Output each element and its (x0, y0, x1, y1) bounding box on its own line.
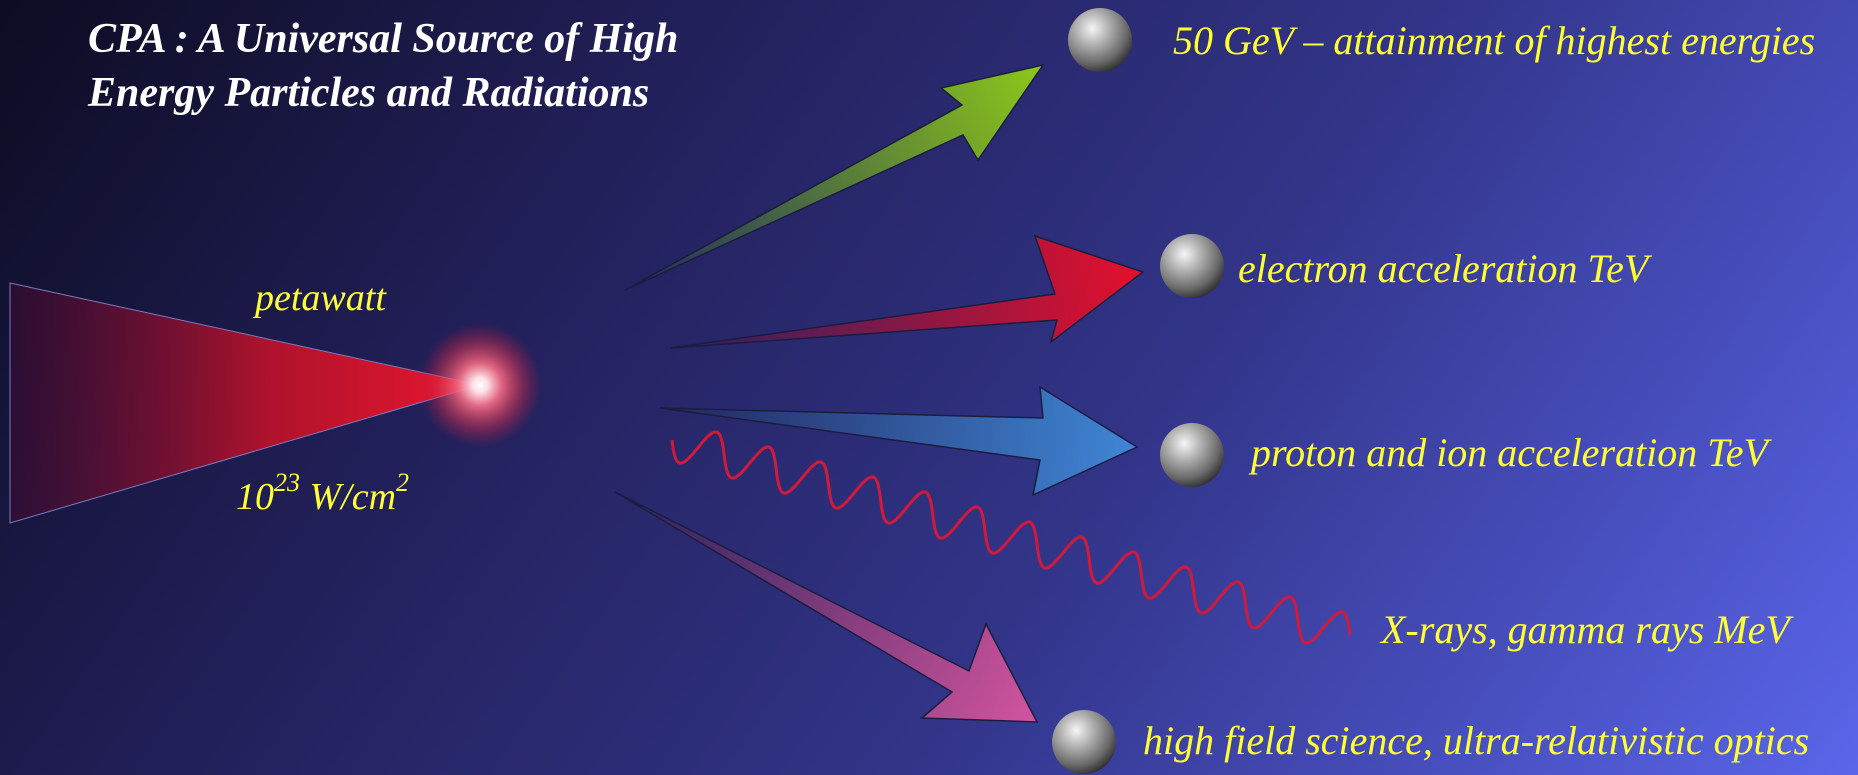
arrow-highest-energies (624, 63, 1045, 291)
intensity-unit-exponent: 2 (396, 468, 410, 497)
title-line-1: CPA : A Universal Source of High (88, 16, 679, 62)
output-label-xrays: X-rays, gamma rays MeV (1381, 607, 1790, 652)
output-label-highest-energies: 50 GeV – attainment of highest energies (1173, 18, 1816, 63)
intensity-unit: W/cm (300, 476, 397, 518)
output-label-proton-ion: proton and ion acceleration TeV (1251, 430, 1768, 475)
arrow-electron-acceleration (669, 234, 1145, 349)
intensity-label: 1023 W/cm2 (236, 470, 409, 520)
arrow-high-field-science (614, 491, 1039, 723)
laser-beam (9, 282, 481, 524)
particle-ball-highest-energies (1068, 8, 1132, 72)
arrow-proton-ion-acceleration (659, 385, 1139, 497)
particle-ball-proton-ion (1160, 423, 1224, 487)
intensity-exponent: 23 (274, 468, 300, 497)
particle-ball-high-field (1052, 710, 1116, 774)
intensity-base: 10 (236, 476, 274, 518)
page-title: CPA : A Universal Source of High Energy … (88, 12, 848, 120)
output-label-high-field: high field science, ultra-relativistic o… (1143, 718, 1810, 763)
source-label: petawatt (255, 277, 386, 319)
title-line-2: Energy Particles and Radiations (88, 70, 650, 116)
output-label-electron: electron acceleration TeV (1238, 246, 1649, 291)
focal-spot (418, 323, 542, 447)
particle-ball-electron (1160, 234, 1224, 298)
xray-wave (670, 430, 1352, 645)
